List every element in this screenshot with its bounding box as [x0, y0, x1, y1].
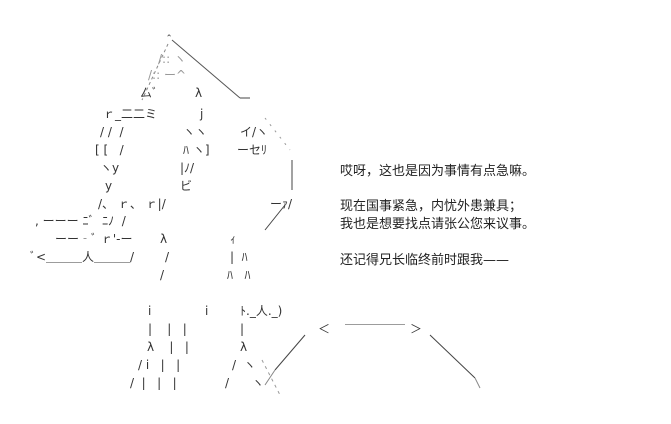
- art-fragment: j: [200, 107, 204, 121]
- art-fragment: /: [165, 250, 170, 264]
- dialogue-line-2: 现在国事紧急，内忧外患兼具；: [340, 199, 523, 214]
- art-fragment: ＜: [318, 322, 331, 336]
- art-fragment: ーｧ/: [270, 197, 293, 211]
- art-fragment: ＞: [410, 322, 423, 336]
- art-fragment: ビ: [180, 179, 193, 193]
- art-fragment: /:: ヽ: [158, 52, 186, 66]
- art-fragment: イ/ヽ: [240, 125, 269, 139]
- dialogue-line-4: 还记得兄长临终前时跟我——: [340, 253, 510, 268]
- art-fragment: /、 ｒ、 ｒ|/: [98, 197, 166, 211]
- dialogue-line-1: 哎呀，这也是因为事情有点急嘛。: [340, 164, 536, 179]
- art-fragment: λ: [160, 232, 168, 246]
- art-fragment: / ヽ: [232, 358, 256, 372]
- art-fragment: ﾊ ヽ]: [183, 143, 210, 157]
- art-fragment: / / /: [100, 125, 124, 139]
- art-fragment: / | | |: [130, 376, 177, 390]
- art-fragment: /:: ー^: [148, 68, 186, 82]
- dialogue-line-3: 我也是想要找点请张公您来议事。: [340, 217, 536, 232]
- art-fragment: ーー‐ﾞ ｒ'‐ー: [55, 232, 133, 246]
- art-fragment: / i | |: [138, 358, 181, 372]
- art-fragment: / ヽ: [225, 376, 264, 390]
- art-fragment: ﾊ ﾊ: [227, 268, 251, 282]
- art-fragment: /: [160, 268, 165, 282]
- art-fragment: ＾: [163, 35, 176, 49]
- art-fragment: | | |: [148, 322, 187, 336]
- art-fragment: i: [205, 304, 209, 318]
- art-fragment: i: [148, 304, 152, 318]
- art-fragment: ﾄ._人._): [240, 304, 283, 318]
- art-fragment: ーセﾘ: [237, 143, 268, 157]
- art-fragment: λ: [195, 86, 203, 100]
- art-fragment: [ [ /: [95, 143, 124, 157]
- art-fragment: |ﾉ/: [180, 161, 195, 175]
- art-fragment: ﾞ<＿＿＿人＿＿＿/: [30, 250, 135, 264]
- art-fragment: ｒ_二二ミ: [103, 107, 158, 121]
- art-fragment: ｨ: [230, 232, 237, 246]
- art-fragment: 厶ﾞ: [140, 86, 159, 100]
- art-fragment: λ | |: [147, 340, 189, 354]
- art-fragment: ヽヽ: [183, 125, 208, 139]
- art-fragment: ヽy: [100, 161, 120, 175]
- art-fragment: | ﾊ: [230, 250, 248, 264]
- art-fragment: λ: [240, 340, 248, 354]
- art-fragment: y: [105, 179, 113, 193]
- art-fragment: ＿＿＿＿＿: [345, 312, 406, 326]
- art-fragment: |: [240, 322, 245, 336]
- art-fragment: , ーーー ﾆﾞ ﾆﾉ /: [35, 214, 126, 228]
